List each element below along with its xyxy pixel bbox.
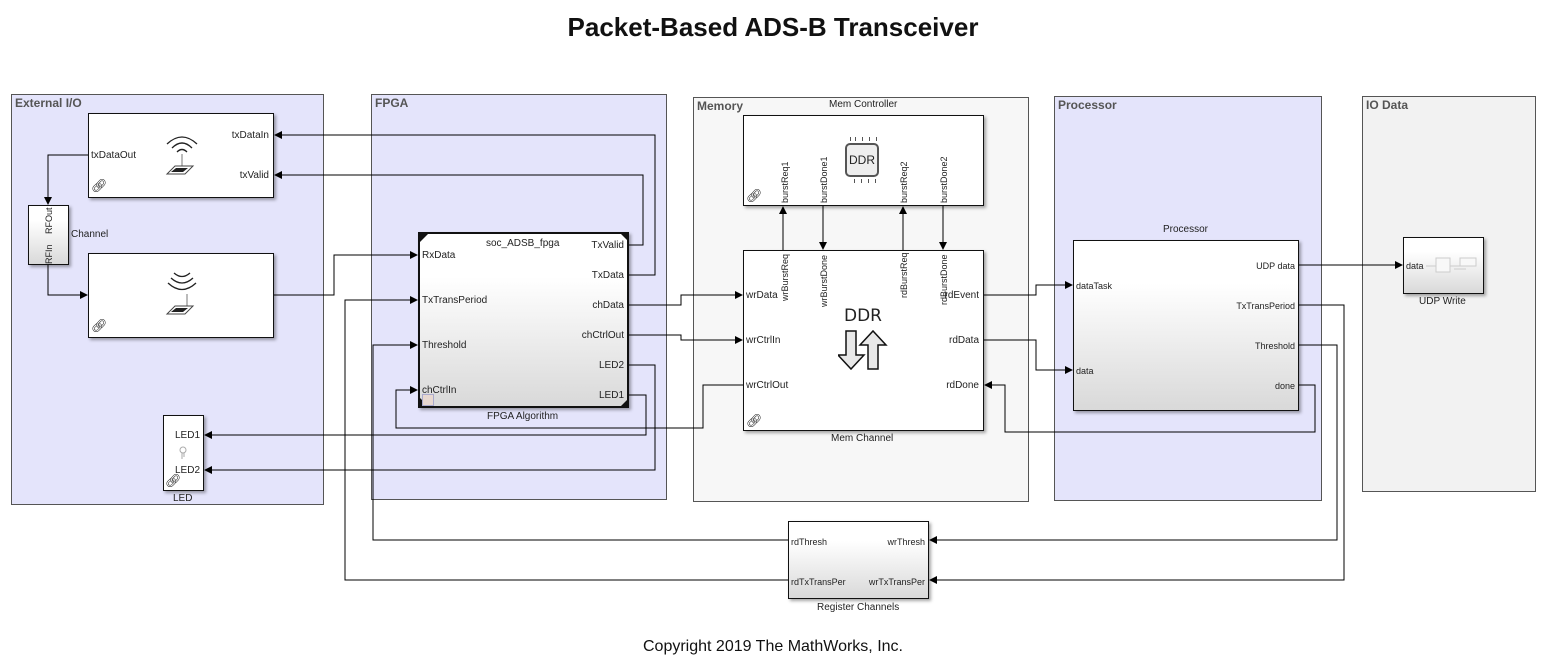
wireless-transmitter-icon — [165, 136, 198, 175]
port-Threshold: Threshold — [422, 340, 467, 351]
udp-write-label: UDP Write — [1419, 296, 1466, 307]
rx-radio-block[interactable]: 🔗︎ — [88, 253, 274, 338]
wireless-receiver-icon — [165, 272, 197, 315]
port-rdData: rdData — [948, 335, 979, 346]
port-txValid: txValid — [239, 170, 269, 181]
port-Threshold: Threshold — [1254, 341, 1295, 351]
register-channels-label: Register Channels — [817, 602, 900, 613]
register-channels-block[interactable]: rdThresh rdTxTransPer wrThresh wrTxTrans… — [788, 521, 929, 599]
port-burstDone1: burstDone1 — [819, 156, 829, 203]
port-chCtrlOut: chCtrlOut — [581, 330, 624, 341]
ddr-chip-icon: DDR — [845, 143, 879, 177]
udp-write-block[interactable]: data — [1403, 237, 1484, 294]
channel-block[interactable]: RFOut RFIn — [28, 205, 69, 265]
port-dataTask: dataTask — [1076, 281, 1113, 291]
mem-controller-label: Mem Controller — [829, 99, 898, 110]
fpga-algorithm-label: FPGA Algorithm — [487, 411, 559, 422]
library-link-icon: 🔗︎ — [91, 178, 108, 193]
port-wrThresh: wrThresh — [887, 537, 925, 547]
read-write-arrows-icon — [838, 329, 888, 371]
port-RFOut: RFOut — [44, 207, 54, 234]
port-UDP-data: UDP data — [1256, 261, 1295, 271]
port-wrBurstDone: wrBurstDone — [819, 254, 829, 307]
port-data: data — [1406, 261, 1424, 271]
library-link-icon: 🔗︎ — [165, 473, 182, 488]
port-txDataIn: txDataIn — [231, 130, 269, 141]
port-RFIn: RFIn — [44, 244, 54, 264]
diagram-title: Packet-Based ADS-B Transceiver — [567, 12, 979, 42]
library-link-icon: 🔗︎ — [91, 318, 108, 333]
port-TxValid: TxValid — [591, 240, 624, 251]
port-burstReq2: burstReq2 — [899, 161, 909, 203]
area-label: FPGA — [375, 96, 409, 110]
tx-radio-block[interactable]: txDataIn txValid txDataOut 🔗︎ — [88, 113, 274, 198]
chip-pins — [850, 179, 876, 183]
area-label: IO Data — [1366, 98, 1409, 112]
port-burstReq1: burstReq1 — [780, 161, 790, 203]
area-label: Memory — [697, 99, 744, 113]
model-reference-icon — [422, 394, 434, 406]
port-rdDone: rdDone — [946, 380, 979, 391]
port-rdThresh: rdThresh — [791, 537, 828, 547]
port-wrCtrlIn: wrCtrlIn — [746, 335, 781, 346]
led-block[interactable]: LED1 LED2 🔗︎ — [163, 415, 204, 491]
library-link-icon: 🔗︎ — [746, 188, 763, 203]
chip-pins — [850, 137, 877, 141]
port-TxData: TxData — [591, 270, 624, 281]
fpga-model-name: soc_ADSB_fpga — [486, 238, 560, 249]
area-io-data: IO Data — [1362, 96, 1536, 492]
area-label: External I/O — [15, 96, 82, 110]
port-RxData: RxData — [422, 250, 456, 261]
port-LED1: LED1 — [174, 430, 200, 441]
port-data: data — [1076, 366, 1094, 376]
port-LED2: LED2 — [598, 360, 624, 371]
port-rdTxTransPer: rdTxTransPer — [791, 577, 846, 587]
port-rdBurstReq: rdBurstReq — [899, 252, 909, 298]
library-link-icon: 🔗︎ — [746, 413, 763, 428]
port-wrBurstReq: wrBurstReq — [780, 253, 790, 301]
fpga-algorithm-block[interactable]: soc_ADSB_fpga RxData TxTransPeriod Thres… — [418, 232, 629, 408]
ddr-chip-text: DDR — [849, 153, 875, 167]
mem-controller-block[interactable]: DDR burstReq1 burstDone1 burstReq2 burst… — [743, 115, 984, 206]
led-label: LED — [173, 493, 193, 504]
processor-label: Processor — [1163, 224, 1209, 235]
port-TxTransPeriod: TxTransPeriod — [422, 295, 488, 306]
ddr-text: DDR — [844, 306, 882, 326]
port-txDataOut: txDataOut — [91, 150, 137, 161]
area-label: Processor — [1058, 98, 1117, 112]
led-bulb-icon — [179, 446, 187, 459]
udp-subsystem-icon — [1426, 257, 1477, 273]
port-wrData: wrData — [746, 290, 778, 301]
copyright-notice: Copyright 2019 The MathWorks, Inc. — [643, 638, 903, 655]
port-TxTransPeriod: TxTransPeriod — [1236, 301, 1295, 311]
mem-channel-label: Mem Channel — [831, 433, 894, 444]
port-wrCtrlOut: wrCtrlOut — [746, 380, 789, 391]
port-LED1: LED1 — [598, 390, 624, 401]
port-burstDone2: burstDone2 — [939, 156, 949, 203]
port-done: done — [1274, 381, 1295, 391]
port-wrTxTransPer: wrTxTransPer — [868, 577, 925, 587]
port-rdEvent: rdEvent — [944, 290, 979, 301]
processor-block[interactable]: dataTask data UDP data TxTransPeriod Thr… — [1073, 240, 1299, 411]
mem-channel-block[interactable]: wrBurstReq wrBurstDone rdBurstReq rdBurs… — [743, 250, 984, 431]
port-chData: chData — [592, 300, 624, 311]
channel-label: Channel — [71, 229, 109, 240]
port-LED2: LED2 — [174, 465, 200, 476]
